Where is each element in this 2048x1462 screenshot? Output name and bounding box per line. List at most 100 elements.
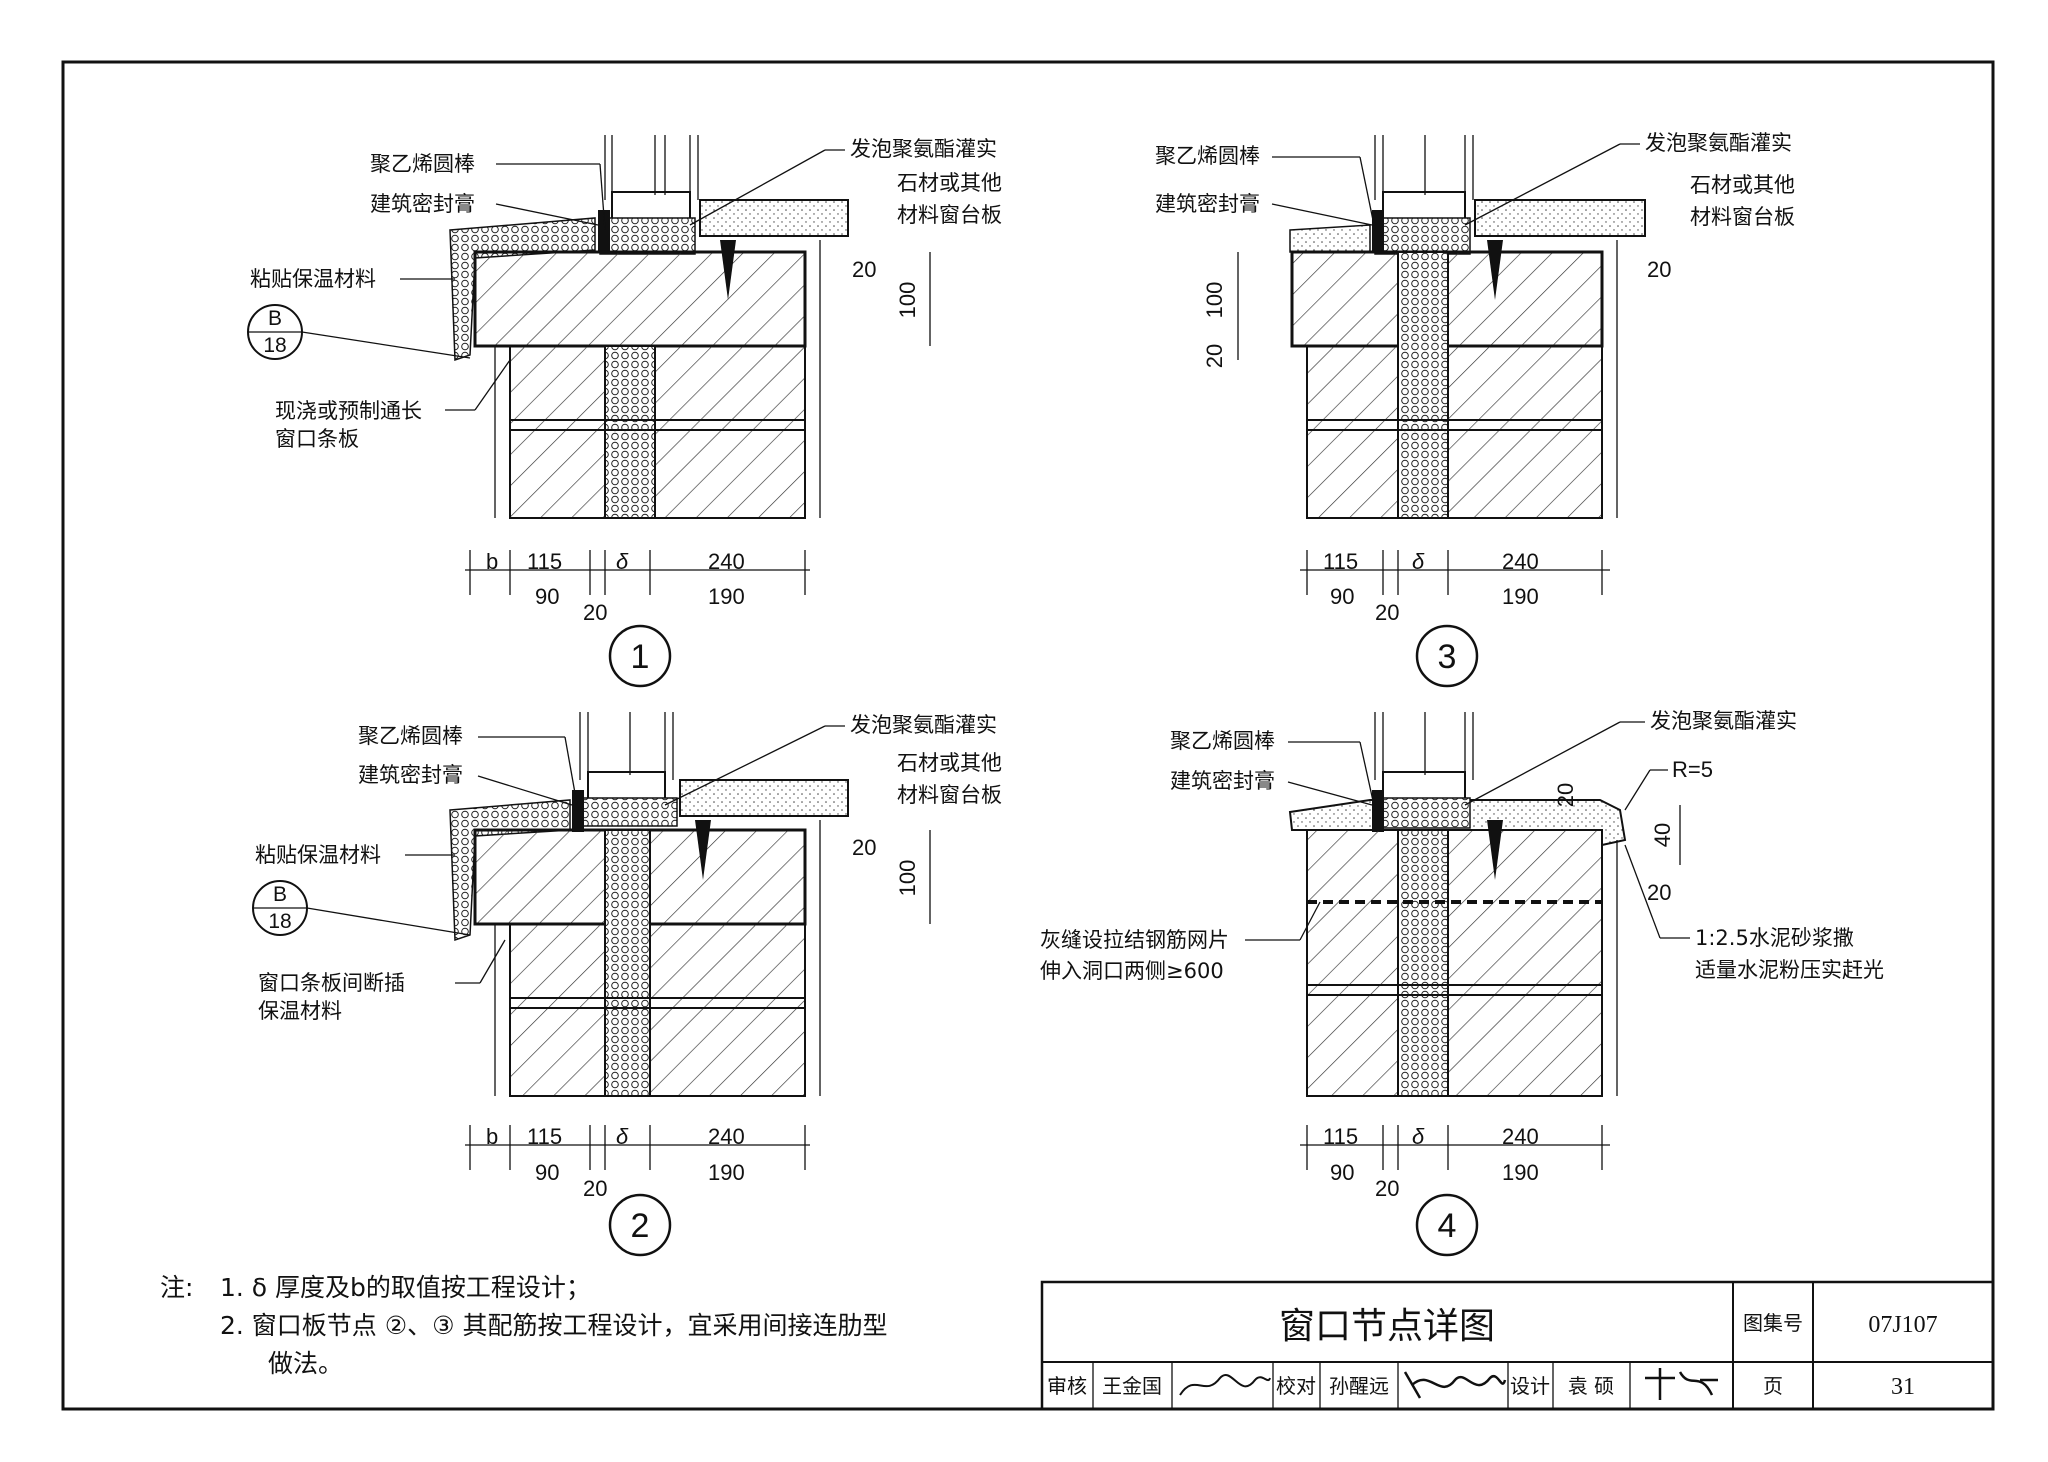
reviewer-signature	[1179, 1374, 1271, 1396]
label-radius: R=5	[1672, 757, 1713, 782]
dim-40-4: 40	[1650, 823, 1675, 847]
label-stone-2: 材料窗台板	[897, 203, 1002, 227]
label-pe-rod-2: 聚乙烯圆棒	[358, 724, 463, 748]
detail-number-4: 4	[1438, 1207, 1457, 1245]
notes: 注: 1. δ 厚度及b的取值按工程设计； 2. 窗口板节点 ②、③ 其配筋按工…	[160, 1273, 888, 1378]
label-sealant-2: 建筑密封膏	[358, 763, 463, 787]
reviewer-name: 王金国	[1102, 1374, 1162, 1398]
checker-signature	[1403, 1371, 1507, 1399]
detail-number-3: 3	[1438, 638, 1457, 676]
label-mortar: 1:2.5水泥砂浆撒	[1695, 926, 1854, 950]
label-pe-rod-3: 聚乙烯圆棒	[1155, 144, 1260, 168]
label-sealant-4: 建筑密封膏	[1170, 769, 1275, 793]
detail-3: 100 20 20 115 δ 240 90 20 190 3 聚乙烯圆棒 建筑…	[1155, 131, 1795, 688]
label-mortar-2: 适量水泥粉压实赶光	[1695, 958, 1884, 982]
detail-2: 100 20 b 115 δ 240 90 20 190 2 聚乙烯圆棒 建筑密…	[252, 712, 1002, 1257]
title-block: 窗口节点详图 图集号 07J107 页 31 审核 王金国 校对 孙醒远 设计 …	[1040, 1280, 1995, 1411]
dim-240-2: 240	[708, 1124, 745, 1149]
dim-190-2: 190	[708, 1160, 745, 1185]
dim-190: 190	[708, 584, 745, 609]
label-foam: 发泡聚氨酯灌实	[850, 137, 997, 161]
label-foam-4: 发泡聚氨酯灌实	[1650, 709, 1797, 733]
dim-90-4: 90	[1330, 1160, 1354, 1185]
dim-240-3: 240	[1502, 549, 1539, 574]
label-stone-3b: 材料窗台板	[1690, 205, 1795, 229]
review-label: 审核	[1047, 1374, 1087, 1398]
label-insulation: 粘贴保温材料	[250, 267, 376, 291]
notes-prefix: 注:	[160, 1273, 193, 1302]
label-stone-3: 石材或其他	[1690, 173, 1795, 197]
dim-20-3: 20	[1202, 344, 1227, 368]
page-number: 31	[1891, 1374, 1915, 1400]
ref-18-2: 18	[268, 910, 291, 933]
dim-delta-4: δ	[1412, 1124, 1425, 1149]
dim-240: 240	[708, 549, 745, 574]
stone-sill-2	[679, 779, 849, 817]
label-mesh-2: 伸入洞口两侧≥600	[1040, 959, 1224, 983]
dim-20: 20	[852, 257, 876, 282]
label-stone-2a: 石材或其他	[897, 751, 1002, 775]
check-label: 校对	[1276, 1374, 1316, 1398]
detail-number-1: 1	[631, 638, 650, 676]
dim-115-3: 115	[1323, 549, 1358, 574]
label-lintel: 现浇或预制通长	[275, 399, 422, 423]
dim-115-4: 115	[1323, 1124, 1358, 1149]
dim-delta-3: δ	[1412, 549, 1425, 574]
dim-190-4: 190	[1502, 1160, 1539, 1185]
label-sealant-3: 建筑密封膏	[1155, 192, 1260, 216]
page-label: 页	[1763, 1374, 1783, 1398]
label-stone: 石材或其他	[897, 171, 1002, 195]
ref-b-2: B	[273, 883, 287, 906]
atlas-number: 07J107	[1868, 1312, 1937, 1338]
note-2: 2. 窗口板节点 ②、③ 其配筋按工程设计，宜采用间接连肋型	[220, 1311, 888, 1340]
dim-delta: δ	[616, 549, 629, 574]
label-strip-2: 保温材料	[258, 999, 342, 1023]
ref-18: 18	[263, 334, 286, 357]
label-mesh: 灰缝设拉结钢筋网片	[1040, 928, 1229, 952]
dim-90: 90	[535, 584, 559, 609]
stone-sill-3	[1474, 199, 1646, 237]
label-strip: 窗口条板间断插	[258, 971, 405, 995]
designer-name: 袁 硕	[1568, 1374, 1614, 1398]
concrete-lintel	[473, 250, 807, 348]
note-1: 1. δ 厚度及b的取值按工程设计；	[220, 1273, 591, 1302]
checker-name: 孙醒远	[1329, 1374, 1389, 1398]
label-foam-3: 发泡聚氨酯灌实	[1645, 131, 1792, 155]
dim-b: b	[486, 549, 498, 574]
note-2-cont: 做法。	[268, 1349, 343, 1378]
label-pe-rod: 聚乙烯圆棒	[370, 152, 475, 176]
dim-20b-3: 20	[1375, 600, 1399, 625]
dim-20-2: 20	[852, 835, 876, 860]
detail-number-2: 2	[631, 1207, 650, 1245]
ref-b: B	[268, 307, 282, 330]
label-foam-2: 发泡聚氨酯灌实	[850, 713, 997, 737]
dim-20b-4: 20	[1375, 1176, 1399, 1201]
label-pe-rod-4: 聚乙烯圆棒	[1170, 729, 1275, 753]
sheet-title: 窗口节点详图	[1279, 1306, 1495, 1347]
dim-20b: 20	[583, 600, 607, 625]
dim-b-2: b	[486, 1124, 498, 1149]
dim-delta-2: δ	[616, 1124, 629, 1149]
dim-90-3: 90	[1330, 584, 1354, 609]
label-stone-2b: 材料窗台板	[897, 783, 1002, 807]
dim-100-3: 100	[1202, 282, 1227, 319]
dim-240-4: 240	[1502, 1124, 1539, 1149]
dim-20-4: 20	[1553, 783, 1578, 807]
dim-90-2: 90	[535, 1160, 559, 1185]
label-insulation-2: 粘贴保温材料	[255, 843, 381, 867]
dim-115: 115	[527, 549, 562, 574]
masonry-4	[1306, 829, 1603, 1097]
label-lintel-2: 窗口条板	[275, 427, 359, 451]
atlas-label: 图集号	[1743, 1311, 1803, 1335]
sheet-border	[61, 60, 1995, 1411]
dim-100-2: 100	[895, 860, 920, 897]
detail-4: 20 40 20 115 δ 240 90 20 190 4 聚乙烯圆棒 建筑密…	[1040, 709, 1884, 1257]
dim-115-2: 115	[527, 1124, 562, 1149]
dim-20-4b: 20	[1647, 880, 1671, 905]
dim-100: 100	[895, 282, 920, 319]
detail-1: 100 20 b 115 δ 240 90 20 190 1 聚乙烯圆棒 建筑密…	[247, 135, 1002, 688]
label-sealant: 建筑密封膏	[370, 192, 475, 216]
dim-20-3r: 20	[1647, 257, 1671, 282]
stone-sill	[699, 199, 849, 237]
